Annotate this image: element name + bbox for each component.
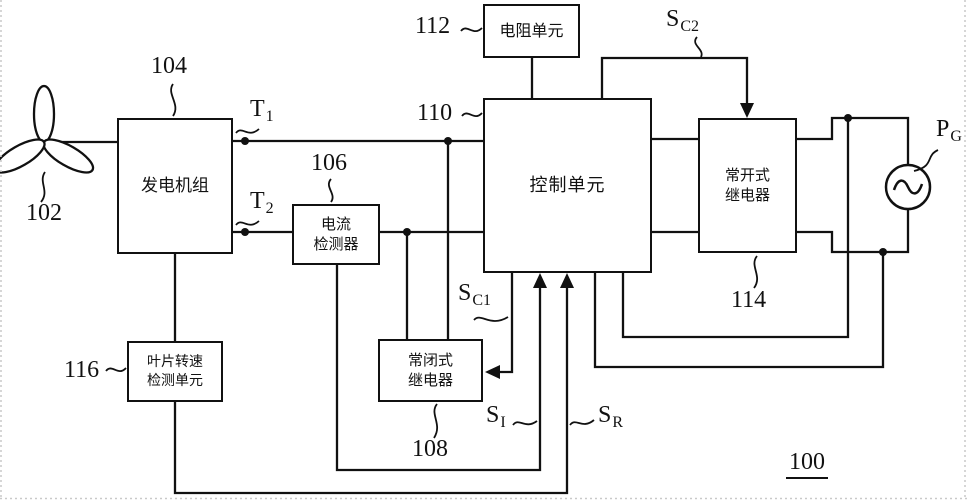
wire-sc2 [600,56,749,104]
blade-speed-box: 叶片转速 检测单元 [127,341,223,402]
sc1-main: S [458,280,472,306]
fan-blade-up [32,84,56,144]
signal-label-t2: T2 [250,188,274,217]
current-detector-label-line2: 检测器 [313,234,359,253]
resistor-unit-label: 电阻单元 [499,20,564,40]
leader-108 [433,403,439,439]
si-main: S [486,402,500,428]
ref-104: 104 [151,53,187,79]
reference-leaders [40,27,939,439]
t1-sub: 1 [265,108,274,125]
leader-pg [913,149,939,172]
sr-sub: R [612,414,624,431]
leader-sc1 [473,316,509,322]
sc2-main: S [666,6,680,32]
leader-114 [753,255,759,289]
ref-110: 110 [417,100,453,126]
junction-source-top [844,114,852,122]
ac-source-icon [884,163,932,211]
ref-114: 114 [731,287,767,313]
wire-relay-to-source-top [797,116,910,165]
no-relay-label-line2: 继电器 [724,185,770,204]
junction-t2-tap [403,228,411,236]
leader-t2 [235,220,260,226]
ref-116: 116 [64,357,100,383]
signal-label-pg: PG [936,116,962,145]
leader-110 [461,112,483,118]
junction-t2-terminal [241,228,249,236]
junction-t1-terminal [241,137,249,145]
wire-feedback-bottom [593,252,885,369]
sc1-sub: C1 [472,292,492,309]
leader-104 [170,83,177,117]
wire-relay-to-source-bottom [797,209,910,254]
leader-si [512,420,538,426]
wire-si [335,265,542,472]
wire-feedback-top [621,118,850,339]
signal-label-t1: T1 [250,96,274,125]
leader-sc2 [694,36,703,58]
junction-source-bottom [879,248,887,256]
blade-speed-label-line1: 叶片转速 [147,354,203,371]
leader-112 [460,27,483,33]
current-detector-box: 电流 检测器 [292,204,380,265]
fan-icon [0,84,95,174]
fan-blade-left [42,138,95,174]
wire-sc1 [498,273,514,374]
wire-sr [173,286,569,495]
arrow-sc1-left [485,365,500,379]
generator-label: 发电机组 [141,175,209,196]
resistor-unit-box: 电阻单元 [483,4,580,58]
leader-sr [569,419,595,426]
ref-102: 102 [26,200,62,226]
signal-label-sc1: SC1 [458,280,492,309]
t1-main: T [250,96,265,122]
leader-116 [105,367,127,373]
current-detector-label-line1: 电流 [320,215,351,233]
junction-dots [241,114,887,256]
arrow-sc2-down [740,103,754,118]
leader-102 [40,171,46,203]
junction-t1-tap [444,137,452,145]
ref-112: 112 [415,13,451,39]
control-unit-label: 控制单元 [529,174,606,196]
sc2-sub: C2 [680,18,700,35]
blade-speed-label-line2: 检测单元 [147,372,203,389]
no-relay-box: 常开式 继电器 [698,118,797,253]
leader-106 [327,178,334,203]
arrowheads [485,103,754,379]
ref-100: 100 [786,449,828,479]
nc-relay-label-line1: 常闭式 [407,351,453,369]
signal-label-sr: SR [598,402,624,431]
leader-t1 [235,128,260,134]
nc-relay-box: 常闭式 继电器 [378,339,483,402]
pg-sub: G [950,128,962,145]
sr-main: S [598,402,612,428]
nc-relay-label-line2: 继电器 [407,370,453,389]
generator-box: 发电机组 [117,118,233,254]
signal-label-sc2: SC2 [666,6,700,35]
ref-108: 108 [412,436,448,462]
fan-blade-right [0,138,46,174]
signal-label-si: SI [486,402,506,431]
ref-106: 106 [311,150,347,176]
ac-sine-glyph [892,179,924,195]
wires [44,56,910,495]
no-relay-label-line1: 常开式 [724,166,770,184]
arrow-si-up [533,273,547,288]
si-sub: I [500,414,506,431]
pg-main: P [936,116,950,142]
control-unit-box: 控制单元 [483,98,652,273]
t2-sub: 2 [265,200,274,217]
arrow-sr-up [560,273,574,288]
t2-main: T [250,188,265,214]
